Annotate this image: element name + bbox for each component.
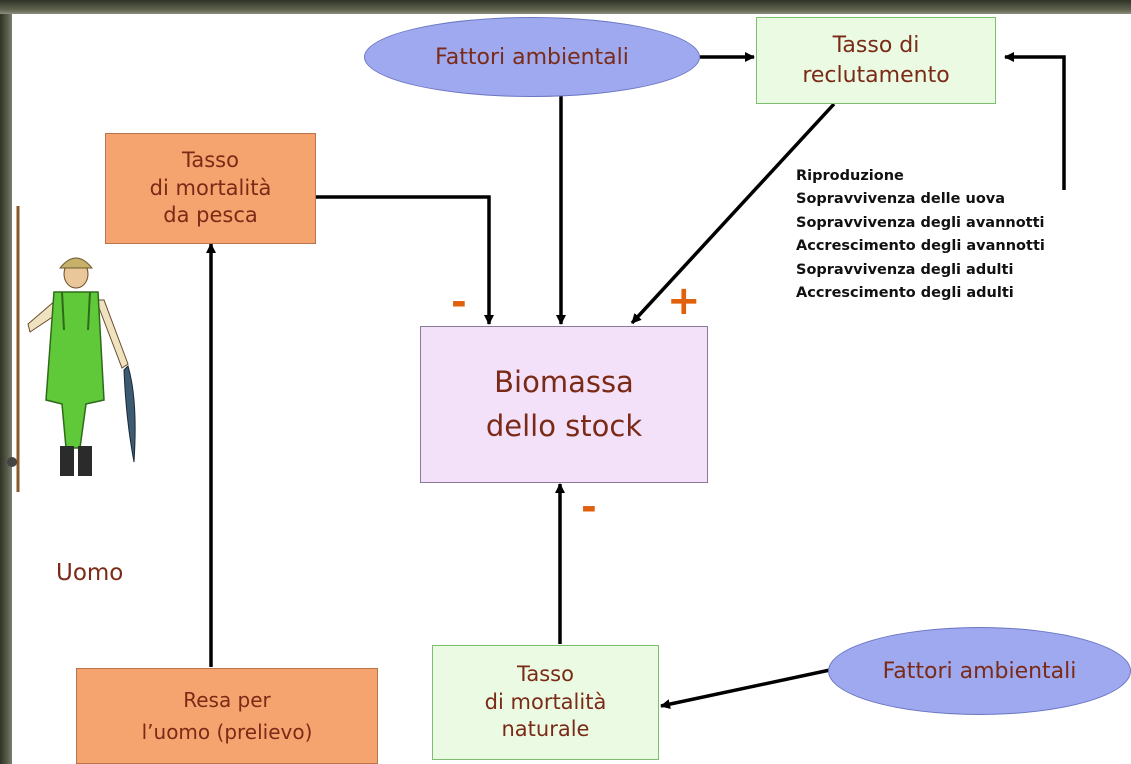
factor-item: Accrescimento degli avannotti xyxy=(796,238,1045,255)
slide-frame-top xyxy=(0,0,1131,14)
arrow-fishing-to-biomass xyxy=(316,195,494,325)
sign-recruitment-positive: + xyxy=(667,278,701,324)
node-env-factors-top: Fattori ambientali xyxy=(364,17,700,97)
node-human-yield: Resa per l’uomo (prelievo) xyxy=(76,668,378,764)
node-env-factors-bottom-label: Fattori ambientali xyxy=(882,658,1077,684)
arrow-env-to-natural xyxy=(660,668,831,710)
sign-natural-negative: - xyxy=(581,485,597,529)
recruitment-factors-list: Riproduzione Sopravvivenza delle uova So… xyxy=(796,165,1045,306)
node-human-yield-label: Resa per l’uomo (prelievo) xyxy=(141,688,313,744)
node-env-factors-bottom: Fattori ambientali xyxy=(828,627,1131,715)
factor-item: Sopravvivenza delle uova xyxy=(796,191,1006,208)
node-natural-mortality-label: Tasso di mortalità naturale xyxy=(484,661,607,742)
node-fishing-mortality-label: Tasso di mortalità da pesca xyxy=(149,147,272,228)
factor-item: Sopravvivenza degli adulti xyxy=(796,261,1014,278)
man-label: Uomo xyxy=(56,560,124,586)
factor-item: Sopravvivenza degli avannotti xyxy=(796,214,1045,231)
arrow-feedback-to-recruitment xyxy=(1004,52,1066,190)
sign-fishing-negative: - xyxy=(451,280,467,324)
node-env-factors-top-label: Fattori ambientali xyxy=(435,44,629,70)
factor-item: Riproduzione xyxy=(796,168,904,184)
factor-item: Accrescimento degli adulti xyxy=(796,285,1014,302)
slide-frame-left xyxy=(0,0,12,764)
arrow-recruitment-to-biomass xyxy=(630,102,836,325)
fisherman-figure xyxy=(7,206,136,492)
node-fishing-mortality: Tasso di mortalità da pesca xyxy=(105,133,316,244)
node-recruitment-rate-label: Tasso di reclutamento xyxy=(802,33,950,88)
node-recruitment-rate: Tasso di reclutamento xyxy=(756,17,996,104)
node-stock-biomass: Biomassa dello stock xyxy=(420,326,708,483)
node-natural-mortality: Tasso di mortalità naturale xyxy=(432,645,659,760)
node-stock-biomass-label: Biomassa dello stock xyxy=(485,365,643,443)
